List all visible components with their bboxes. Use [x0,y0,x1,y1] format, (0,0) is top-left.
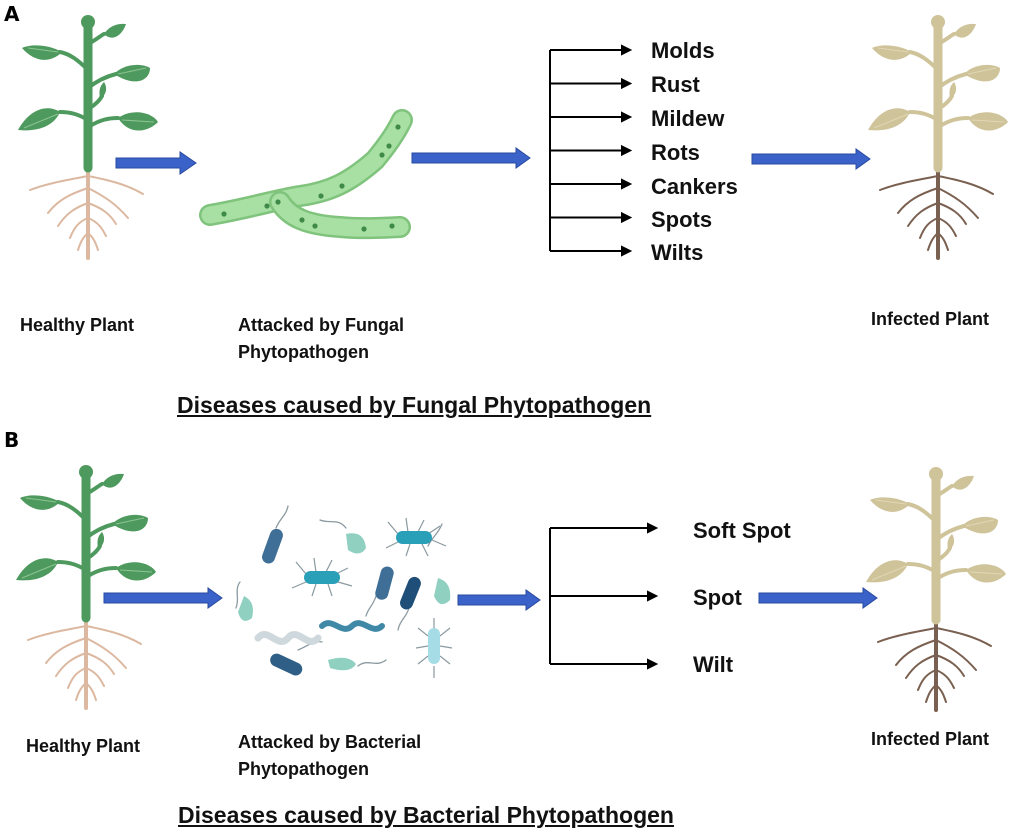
disease-label: Cankers [651,174,738,199]
arrow-right-icon [457,589,541,611]
arrow-right-icon [411,147,531,169]
disease-label: Molds [651,38,715,63]
disease-label: Rust [651,72,700,97]
arrow-right-icon [103,587,223,609]
healthy-plant-icon [16,465,156,710]
disease-label: Wilts [651,240,704,265]
panel-a-title: Diseases caused by Fungal Phytopathogen [177,392,652,418]
branch-arrow [550,658,659,670]
healthy-plant-label: Healthy Plant [26,736,141,756]
disease-label: Mildew [651,106,725,131]
disease-branch-bracket [549,44,633,257]
branch-arrow [550,111,633,123]
panel-b-letter: B [4,428,20,452]
arrow-right-icon [115,151,197,175]
attack-label-line2: Phytopathogen [238,759,369,779]
attack-label-line2: Phytopathogen [238,342,369,362]
attack-label-line1: Attacked by Bacterial [238,732,422,752]
branch-arrow [550,77,633,90]
branch-arrow [550,211,633,224]
disease-label: Soft Spot [693,518,791,543]
infected-plant-label: Infected Plant [871,729,990,749]
branch-arrow [550,522,659,534]
panel-b-title: Diseases caused by Bacterial Phytopathog… [178,802,674,828]
disease-branch-bracket [549,522,659,670]
infected-plant-icon [866,467,1006,712]
infected-plant-icon [868,15,1008,260]
arrow-right-icon [751,148,871,170]
arrow-right-icon [758,587,878,609]
infected-plant-label: Infected Plant [871,309,990,329]
panel-a-letter: A [4,2,20,26]
disease-label: Spot [693,585,742,610]
bacteria-cluster-icon [235,505,453,678]
branch-arrow [550,590,659,602]
fungal-hyphae-icon [199,109,413,240]
branch-arrow [550,144,633,157]
branch-arrow [550,245,633,257]
branch-arrow [550,44,633,56]
attack-label-line1: Attacked by Fungal [238,315,405,335]
disease-label: Rots [651,140,700,165]
disease-label: Wilt [693,652,734,677]
disease-label: Spots [651,207,713,232]
healthy-plant-label: Healthy Plant [20,315,135,335]
branch-arrow [550,178,633,190]
healthy-plant-icon [18,15,158,260]
